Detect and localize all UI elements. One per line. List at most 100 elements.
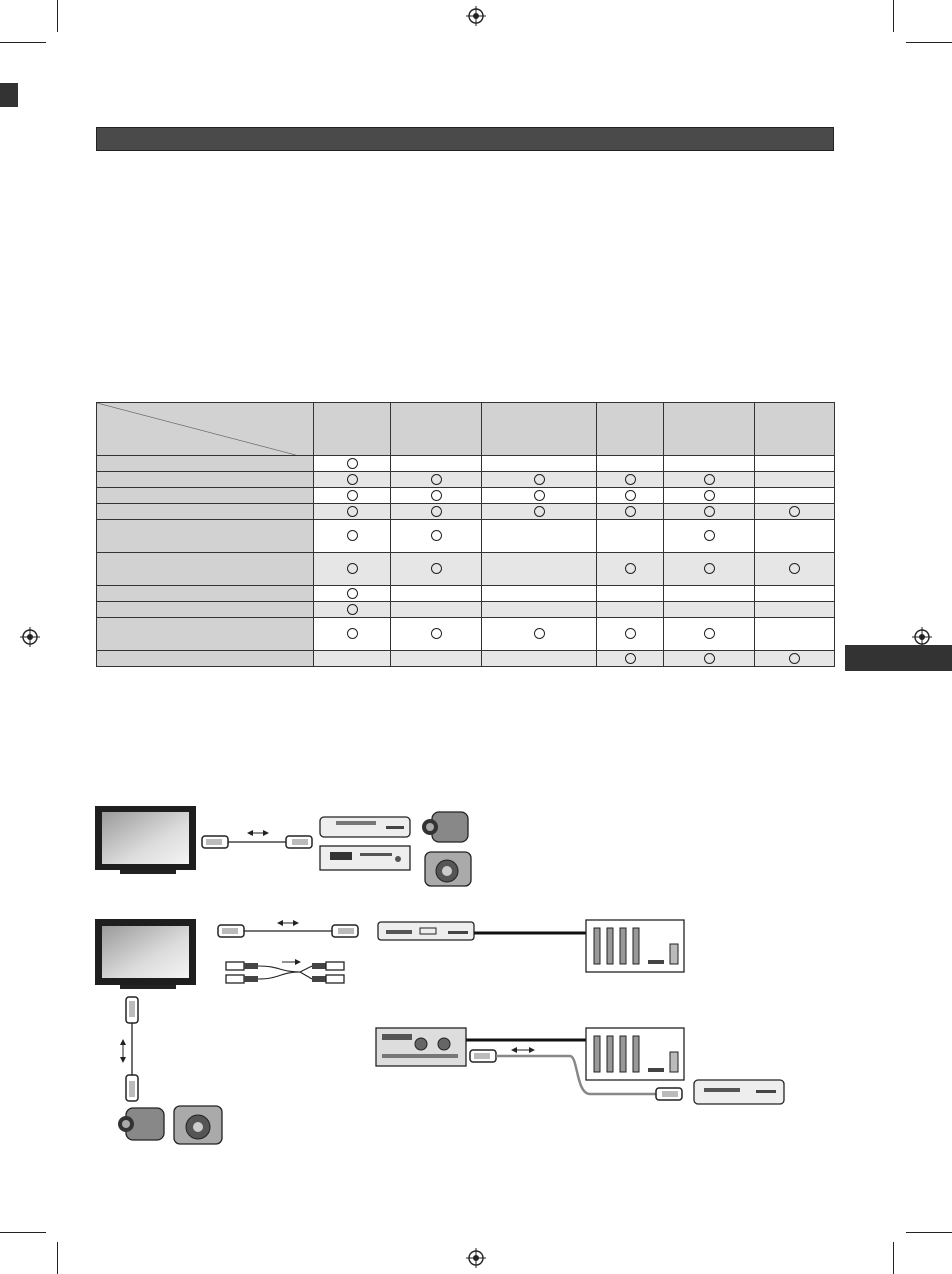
row-label (96, 471, 314, 488)
compatible-mark-icon (346, 530, 358, 542)
tv-icon (95, 806, 196, 874)
compatible-mark-icon (430, 505, 442, 517)
compatible-mark-icon (703, 652, 715, 664)
compatible-mark-icon (346, 505, 358, 517)
table-cell (313, 519, 391, 553)
table-cell (390, 487, 482, 504)
table-row (96, 617, 835, 651)
rca-plug-icon (225, 961, 258, 984)
compatible-mark-icon (430, 628, 442, 640)
table-cell (596, 617, 664, 651)
dvd-recorder-icon (319, 845, 411, 871)
table-cell (313, 455, 391, 472)
table-cell (313, 585, 391, 602)
home-theatre-speakers-icon (585, 919, 685, 973)
compatible-mark-icon (346, 587, 358, 599)
compatible-mark-icon (346, 457, 358, 469)
table-cell (754, 455, 835, 472)
table-cell (596, 650, 664, 667)
table-cell (754, 650, 835, 667)
hdmi-plug-icon (201, 835, 229, 849)
column-header (313, 402, 391, 456)
table-cell (596, 519, 664, 553)
table-cell (663, 552, 755, 586)
table-cell (481, 487, 597, 504)
crop-mark (0, 1232, 46, 1233)
dvd-recorder-icon (693, 1079, 785, 1105)
column-header (754, 402, 835, 456)
compatible-mark-icon (624, 563, 636, 575)
table-row (96, 650, 835, 667)
table-header-row (96, 402, 835, 456)
compatible-mark-icon (703, 563, 715, 575)
column-header (390, 402, 482, 456)
table-cell (596, 471, 664, 488)
row-label (96, 487, 314, 504)
table-cell (754, 487, 835, 504)
table-corner-cell (96, 402, 314, 456)
digital-camera-icon (424, 851, 472, 887)
compatible-mark-icon (789, 652, 800, 664)
table-cell (481, 552, 597, 586)
table-cell (390, 503, 482, 520)
tv-icon (95, 919, 196, 989)
table-cell (313, 503, 391, 520)
table-cell (663, 455, 755, 472)
row-label (96, 650, 314, 667)
table-cell (313, 601, 391, 618)
table-cell (390, 455, 482, 472)
compatible-mark-icon (703, 505, 715, 517)
registration-mark-icon (912, 627, 932, 647)
registration-mark-icon (466, 6, 486, 26)
table-cell (663, 650, 755, 667)
table-row (96, 585, 835, 602)
av-amplifier-icon (375, 1027, 467, 1067)
table-cell (754, 471, 835, 488)
table-row (96, 455, 835, 472)
digital-camera-icon (173, 1105, 223, 1145)
right-section-tab (845, 645, 952, 671)
table-cell (390, 519, 482, 553)
compatible-mark-icon (346, 473, 358, 485)
compatible-mark-icon (624, 489, 636, 501)
hdmi-plug-icon (655, 1087, 683, 1101)
table-cell (390, 650, 482, 667)
table-cell (596, 487, 664, 504)
table-cell (663, 471, 755, 488)
table-cell (663, 601, 755, 618)
compatible-mark-icon (703, 530, 715, 542)
compatible-mark-icon (624, 505, 636, 517)
table-cell (481, 617, 597, 651)
vcr-icon (319, 816, 411, 838)
compatible-mark-icon (430, 530, 442, 542)
registration-mark-icon (20, 627, 40, 647)
row-label (96, 617, 314, 651)
table-cell (754, 617, 835, 651)
crop-mark (906, 42, 952, 43)
compatible-mark-icon (430, 489, 442, 501)
table-cell (313, 650, 391, 667)
table-cell (663, 585, 755, 602)
table-cell (481, 585, 597, 602)
table-row (96, 552, 835, 586)
compatible-mark-icon (789, 563, 800, 575)
table-cell (596, 601, 664, 618)
compatible-mark-icon (533, 489, 545, 501)
dvd-recorder-icon (377, 921, 475, 941)
table-cell (313, 487, 391, 504)
left-section-tab (0, 83, 18, 107)
crop-mark (0, 42, 46, 43)
crop-mark (906, 1232, 952, 1233)
hdmi-plug-icon (125, 1074, 139, 1102)
column-header (481, 402, 597, 456)
table-cell (313, 617, 391, 651)
table-cell (481, 503, 597, 520)
crop-mark (893, 1242, 894, 1274)
column-header (663, 402, 755, 456)
table-row (96, 487, 835, 504)
compatible-mark-icon (703, 628, 715, 640)
table-cell (481, 650, 597, 667)
compatibility-table (96, 402, 835, 667)
row-label (96, 503, 314, 520)
